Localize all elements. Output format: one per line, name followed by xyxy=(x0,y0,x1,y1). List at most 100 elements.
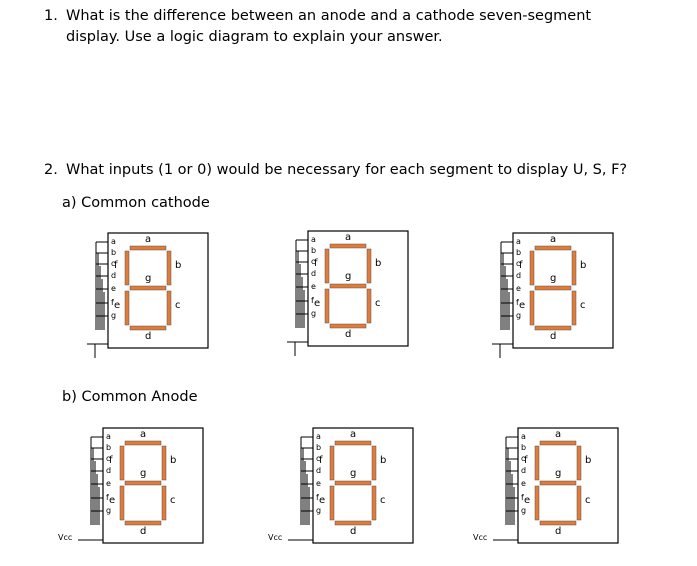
segment-a xyxy=(534,245,572,251)
vcc-label: Vcc xyxy=(473,533,488,542)
segment-e xyxy=(329,485,335,521)
segment-label-a: a xyxy=(345,232,352,243)
segment-label-c: c xyxy=(175,300,181,311)
pin-label-b: b xyxy=(521,443,527,452)
pin-label-a: a xyxy=(521,432,526,441)
segment-label-a: a xyxy=(550,234,557,245)
pin-label-d: d xyxy=(111,271,117,280)
segment-d xyxy=(129,325,167,331)
segment-label-c: c xyxy=(380,495,386,506)
segment-label-f: f xyxy=(314,258,318,269)
diagram-svg xyxy=(493,427,619,544)
pin-label-f: f xyxy=(521,493,524,502)
segment-label-g: g xyxy=(345,271,352,282)
segment-b xyxy=(166,250,172,286)
segment-a xyxy=(329,243,367,249)
segment-label-b: b xyxy=(580,260,587,271)
display-housing xyxy=(107,232,209,349)
segment-label-e: e xyxy=(314,298,321,309)
section-common-cathode: a) Common cathode xyxy=(62,195,210,211)
pin-label-g: g xyxy=(111,311,117,320)
segment-label-d: d xyxy=(145,331,152,342)
segment-c xyxy=(571,290,577,326)
pin-label-b: b xyxy=(316,443,322,452)
diagram-svg xyxy=(287,230,409,356)
pin-label-d: d xyxy=(521,466,527,475)
diagram-svg xyxy=(288,427,414,544)
segment-label-f: f xyxy=(109,455,113,466)
pin-label-c: c xyxy=(106,454,111,463)
segment-d xyxy=(124,520,162,526)
segment-label-b: b xyxy=(170,455,177,466)
pin-label-e: e xyxy=(516,284,521,293)
pin-label-e: e xyxy=(111,284,116,293)
pin-label-f: f xyxy=(106,493,109,502)
segment-label-e: e xyxy=(519,300,526,311)
segment-c xyxy=(576,485,582,521)
segment-f xyxy=(119,445,125,481)
pin-label-c: c xyxy=(311,257,316,266)
segment-b xyxy=(371,445,377,481)
pin-label-g: g xyxy=(516,311,522,320)
section-common-anode: b) Common Anode xyxy=(62,389,198,405)
segment-label-c: c xyxy=(170,495,176,506)
pin-label-e: e xyxy=(521,479,526,488)
segment-label-b: b xyxy=(175,260,182,271)
segment-g xyxy=(329,283,367,289)
segment-label-d: d xyxy=(550,331,557,342)
pin-label-f: f xyxy=(316,493,319,502)
pin-label-c: c xyxy=(516,259,521,268)
segment-label-b: b xyxy=(380,455,387,466)
segment-b xyxy=(161,445,167,481)
pin-label-e: e xyxy=(311,282,316,291)
pin-label-c: c xyxy=(521,454,526,463)
question-number: 2. xyxy=(44,162,58,178)
pin-label-f: f xyxy=(111,298,114,307)
segment-label-d: d xyxy=(350,526,357,537)
segment-b xyxy=(571,250,577,286)
diagram-svg xyxy=(87,232,209,358)
pin-label-g: g xyxy=(316,506,322,515)
diagram-svg xyxy=(492,232,614,358)
vcc-label: Vcc xyxy=(268,533,283,542)
segment-g xyxy=(539,480,577,486)
segment-f xyxy=(529,250,535,286)
segment-label-f: f xyxy=(519,260,523,271)
segment-b xyxy=(366,248,372,284)
segment-label-g: g xyxy=(350,468,357,479)
segment-label-a: a xyxy=(350,429,357,440)
segment-b xyxy=(576,445,582,481)
segment-e xyxy=(529,290,535,326)
segment-label-f: f xyxy=(524,455,528,466)
segment-e xyxy=(534,485,540,521)
segment-c xyxy=(371,485,377,521)
segment-g xyxy=(334,480,372,486)
segment-d xyxy=(539,520,577,526)
diagram-svg xyxy=(78,427,204,544)
pin-label-b: b xyxy=(516,248,522,257)
pin-label-f: f xyxy=(311,296,314,305)
segment-label-d: d xyxy=(555,526,562,537)
question-line: What is the difference between an anode … xyxy=(66,8,592,24)
segment-label-g: g xyxy=(550,273,557,284)
segment-g xyxy=(534,285,572,291)
segment-label-c: c xyxy=(580,300,586,311)
pin-label-d: d xyxy=(516,271,522,280)
question-line: display. Use a logic diagram to explain … xyxy=(66,29,443,45)
question-line: What inputs (1 or 0) would be necessary … xyxy=(66,162,628,178)
segment-d xyxy=(534,325,572,331)
segment-e xyxy=(324,288,330,324)
pin-label-c: c xyxy=(111,259,116,268)
display-housing xyxy=(312,427,414,544)
pin-label-a: a xyxy=(111,237,116,246)
segment-label-e: e xyxy=(524,495,531,506)
display-housing xyxy=(512,232,614,349)
segment-label-g: g xyxy=(140,468,147,479)
segment-label-a: a xyxy=(140,429,147,440)
segment-label-a: a xyxy=(145,234,152,245)
pin-label-a: a xyxy=(106,432,111,441)
vcc-label: Vcc xyxy=(58,533,73,542)
